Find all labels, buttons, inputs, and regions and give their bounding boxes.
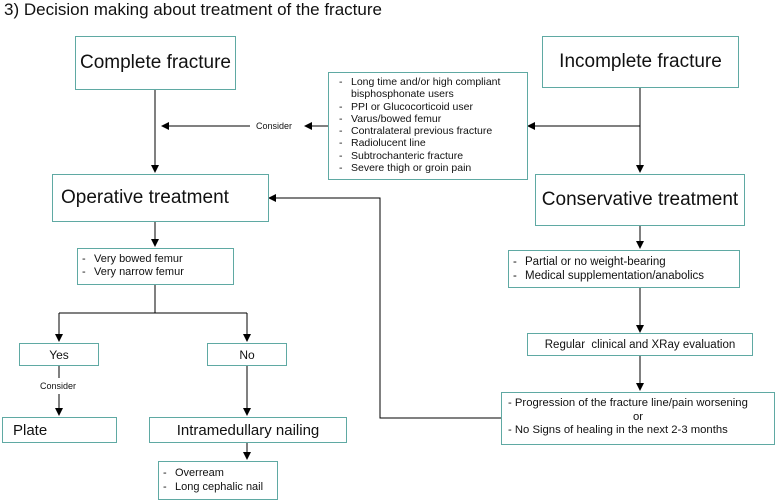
intramedullary-nailing-label: Intramedullary nailing	[176, 421, 320, 439]
incomplete-fracture-box: Incomplete fracture	[542, 36, 739, 88]
complete-fracture-label: Complete fracture	[79, 52, 231, 73]
evaluation-box: Regular clinical and XRay evaluation	[527, 333, 753, 356]
risk-factor-item: PPI or Glucocorticoid user	[339, 101, 521, 114]
risk-factor-item: Radiolucent line	[339, 137, 521, 150]
nailing-option-item: Long cephalic nail	[163, 480, 273, 494]
conservative-measure-item: Medical supplementation/anabolics	[513, 269, 735, 283]
plate-label: Plate	[13, 421, 48, 439]
conservative-treatment-box: Conservative treatment	[535, 174, 745, 226]
progression-line-2: - No Signs of healing in the next 2-3 mo…	[508, 424, 728, 436]
yes-label: Yes	[49, 347, 69, 362]
nailing-option-item: Overream	[163, 466, 273, 480]
femur-condition-item: Very bowed femur	[82, 253, 229, 266]
progression-or: or	[632, 410, 644, 423]
risk-factors-box: Long time and/or high compliant bisphosp…	[328, 72, 528, 180]
femur-conditions-list: Very bowed femur Very narrow femur	[82, 253, 229, 279]
complete-fracture-box: Complete fracture	[75, 36, 236, 90]
no-box: No	[207, 343, 287, 366]
consider-label-yes: Consider	[40, 381, 77, 391]
nailing-options-list: Overream Long cephalic nail	[163, 466, 273, 494]
plate-box: Plate	[2, 417, 117, 443]
femur-condition-item: Very narrow femur	[82, 266, 229, 279]
edge-progression-to-operative	[268, 194, 501, 419]
conservative-measures-list: Partial or no weight-bearing Medical sup…	[513, 255, 735, 283]
no-label: No	[239, 347, 255, 362]
conservative-measures-box: Partial or no weight-bearing Medical sup…	[508, 250, 740, 288]
intramedullary-nailing-box: Intramedullary nailing	[149, 417, 347, 443]
progression-box: - Progression of the fracture line/pain …	[501, 392, 775, 445]
conservative-treatment-label: Conservative treatment	[541, 189, 739, 210]
risk-factor-item: Varus/bowed femur	[339, 113, 521, 126]
risk-factors-list: Long time and/or high compliant bisphosp…	[339, 76, 521, 175]
risk-factor-item: Contralateral previous fracture	[339, 125, 521, 138]
risk-factor-item: Severe thigh or groin pain	[339, 162, 521, 175]
evaluation-label: Regular clinical and XRay evaluation	[544, 338, 736, 351]
consider-label-top: Consider	[256, 121, 293, 131]
operative-treatment-box: Operative treatment	[52, 174, 269, 222]
nailing-options-box: Overream Long cephalic nail	[158, 461, 278, 500]
risk-factor-item: Long time and/or high compliant bisphosp…	[339, 76, 521, 101]
femur-conditions-box: Very bowed femur Very narrow femur	[77, 248, 234, 285]
conservative-measure-item: Partial or no weight-bearing	[513, 255, 735, 269]
incomplete-fracture-label: Incomplete fracture	[559, 51, 722, 72]
page-title: 3) Decision making about treatment of th…	[4, 0, 382, 19]
yes-box: Yes	[19, 343, 99, 366]
risk-factor-item: Subtrochanteric fracture	[339, 150, 521, 163]
operative-treatment-label: Operative treatment	[61, 187, 229, 208]
progression-line-1: - Progression of the fracture line/pain …	[508, 397, 748, 409]
